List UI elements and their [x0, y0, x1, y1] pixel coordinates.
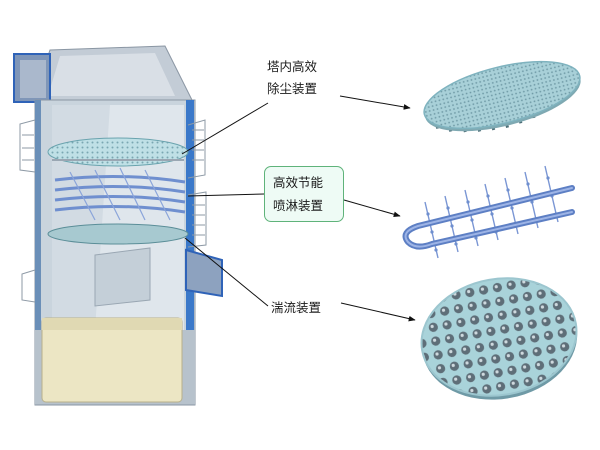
label-dust-removal: 塔内高效 除尘装置 — [267, 56, 317, 100]
tower-top-inner — [48, 53, 175, 96]
callout-line-spray — [187, 193, 265, 197]
arrow-spray — [343, 199, 401, 217]
tower-turbulence-tray — [47, 223, 189, 245]
tower-dust-tray — [47, 137, 189, 167]
label-spray-box: 高效节能 喷淋装置 — [264, 166, 344, 222]
turbulence-device — [420, 277, 578, 400]
arrow-dust — [339, 95, 411, 110]
label-spray-line1: 高效节能 — [273, 175, 324, 190]
callout-line-turbulence — [184, 237, 269, 307]
absorption-tower — [13, 45, 223, 406]
slurry-tank — [41, 317, 183, 403]
label-dust-removal-line1: 塔内高效 — [267, 59, 318, 74]
callout-lines — [181, 95, 416, 322]
tower-spray-pipes — [54, 174, 186, 214]
dust-removal-device — [423, 60, 581, 133]
spray-device — [402, 165, 575, 259]
inlet-duct — [185, 248, 223, 298]
label-dust-removal-line2: 除尘装置 — [267, 81, 318, 96]
label-turbulence-text: 湍流装置 — [271, 300, 322, 315]
arrow-turbulence — [340, 302, 416, 322]
tower-ladders — [187, 119, 207, 248]
label-turbulence: 湍流装置 — [271, 297, 321, 319]
callout-line-dust — [181, 102, 269, 155]
label-spray-line2: 喷淋装置 — [273, 198, 324, 213]
